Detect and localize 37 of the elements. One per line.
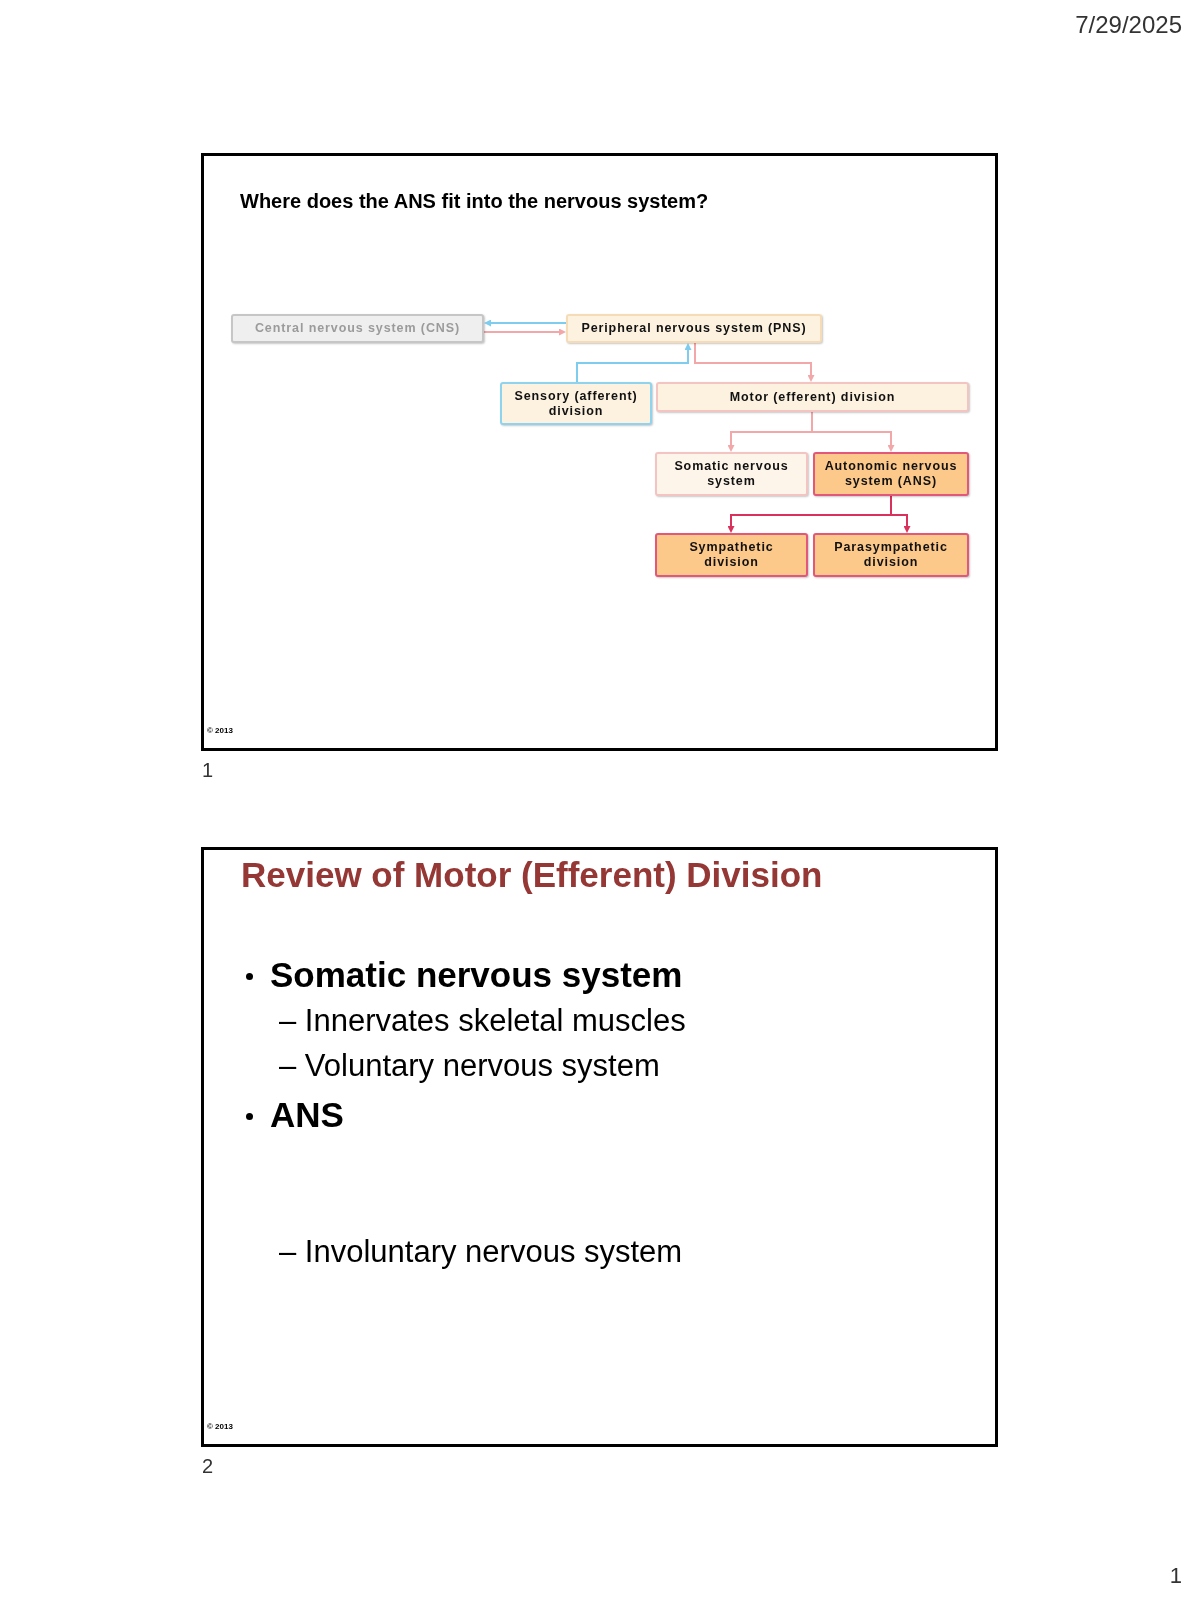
node-label: Sympathetic division [688, 540, 775, 570]
arrow [483, 328, 566, 336]
process-box [656, 382, 969, 412]
process-box [500, 382, 652, 425]
arrow [484, 319, 567, 327]
slide-number: 1 [202, 759, 214, 782]
node-label: Peripheral nervous system (PNS) [581, 321, 807, 336]
slide-frame [201, 847, 998, 1447]
copyright-text: © 2013 [207, 1422, 233, 1432]
bullet-text: ANS [270, 1095, 344, 1136]
node-label: Somatic nervous system [673, 459, 790, 489]
sub-bullet-text: – Voluntary nervous system [279, 1048, 660, 1084]
arrow [811, 411, 895, 452]
process-box [231, 314, 484, 343]
date-text: 7/29/2025 [1075, 11, 1182, 39]
arrow [694, 342, 815, 382]
node-label: Autonomic nervous system (ANS) [823, 459, 959, 489]
sub-bullet-text: – Innervates skeletal muscles [279, 1003, 686, 1039]
slide-number: 2 [202, 1455, 214, 1478]
process-box [813, 533, 969, 577]
node-label: Motor (efferent) division [729, 389, 896, 405]
bullet-text: Somatic nervous system [270, 955, 683, 996]
slide-frame [201, 153, 998, 751]
process-box [655, 452, 808, 496]
process-box [566, 314, 822, 343]
node-label: Sensory (afferent) division [513, 388, 639, 419]
copyright-text: © 2013 [207, 726, 233, 736]
process-box [813, 452, 969, 496]
node-label: Central nervous system (CNS) [254, 321, 461, 336]
arrow [890, 495, 911, 533]
sub-bullet-text: – Involuntary nervous system [279, 1234, 683, 1270]
arrow [576, 343, 692, 383]
slide-title: Where does the ANS fit into the nervous system? [240, 190, 709, 213]
page-number: 1 [1169, 1563, 1182, 1589]
process-box [655, 533, 808, 577]
slide-title: Review of Motor (Efferent) Division [241, 855, 823, 896]
node-label: Parasympathetic division [833, 540, 949, 570]
